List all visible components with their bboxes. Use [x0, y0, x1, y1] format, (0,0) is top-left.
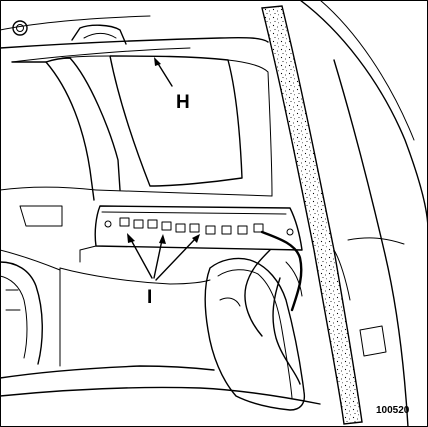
roof-headliner: [0, 0, 428, 231]
seat-belt-pillar: [261, 5, 363, 425]
trim-panel-h: [61, 55, 273, 197]
callout-h-arrow: [154, 57, 173, 87]
load-floor: [0, 267, 321, 405]
quarter-trim-panel: [0, 57, 121, 271]
reference-code: 100520: [376, 405, 410, 416]
connector-board: [79, 205, 303, 263]
callout-i-arrows: [127, 233, 200, 281]
wheel-arch: [0, 261, 43, 365]
label-h: H: [176, 92, 190, 113]
lower-trim-bracket: [204, 257, 306, 411]
label-i: I: [147, 287, 152, 308]
door-opening: [333, 59, 409, 427]
wiring-harness: [244, 230, 303, 385]
grab-handle: [12, 20, 127, 45]
